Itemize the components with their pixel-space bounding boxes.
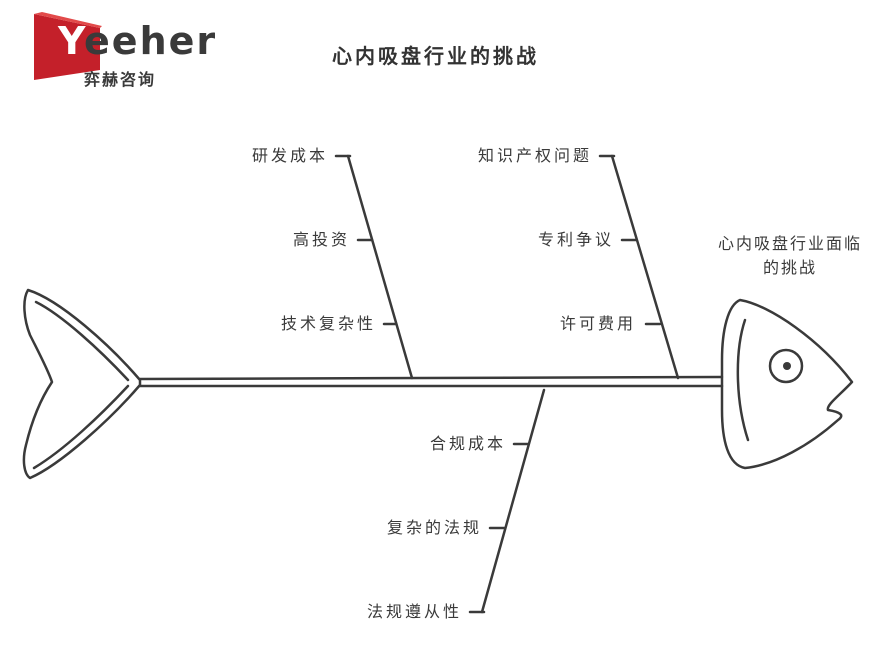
cause-label-top-left-3: 技术复杂性	[280, 314, 376, 333]
fish-tail	[22, 288, 142, 480]
logo-wordmark: Yeeher	[58, 19, 218, 63]
fish-head	[720, 298, 854, 470]
fish-eye	[768, 348, 804, 384]
cause-label-top-left-1: 研发成本	[251, 146, 328, 165]
cause-label-top-right-2: 专利争议	[537, 230, 614, 249]
fish-gill	[736, 318, 750, 442]
effect-label-line-1: 心内吸盘行业面临	[717, 234, 862, 253]
fish-tail-inner	[32, 300, 130, 470]
effect-label: 心内吸盘行业面临 的挑战	[700, 232, 880, 280]
fish-spine	[138, 375, 724, 388]
cause-label-top-left-2: 高投资	[292, 230, 350, 249]
logo-subtitle: 弈赫咨询	[84, 70, 157, 89]
cause-label-bottom-2: 复杂的法规	[386, 518, 482, 537]
cause-label-top-right-3: 许可费用	[559, 314, 636, 333]
logo: Yeeher 弈赫咨询	[32, 10, 215, 90]
bone-top-left	[346, 154, 414, 380]
cause-label-bottom-3: 法规遵从性	[366, 602, 462, 621]
bone-top-right	[610, 154, 680, 380]
fish-eye-pupil	[783, 362, 791, 370]
logo-shape	[34, 12, 102, 80]
cause-label-bottom-1: 合规成本	[429, 434, 506, 453]
effect-label-line-2: 的挑战	[762, 258, 817, 277]
page-title: 心内吸盘行业的挑战	[332, 44, 539, 68]
bone-bottom	[480, 388, 546, 614]
cause-label-top-right-1: 知识产权问题	[477, 146, 592, 165]
